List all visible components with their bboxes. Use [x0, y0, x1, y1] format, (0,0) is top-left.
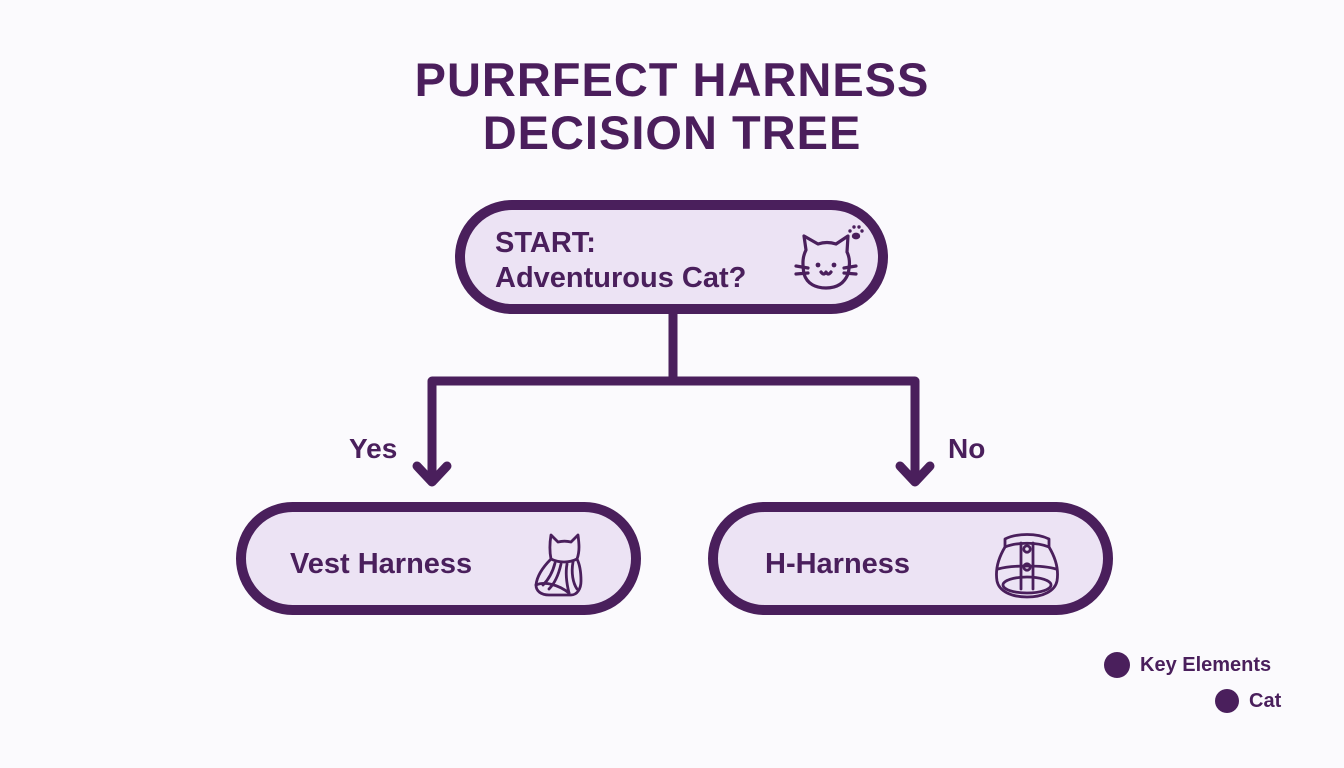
- h-harness-node: H-Harness: [708, 502, 1113, 615]
- no-arrowhead-icon: [895, 461, 935, 487]
- start-node-heading: START:: [495, 227, 596, 259]
- legend-label: Cat: [1249, 689, 1282, 712]
- no-branch-label: No: [948, 433, 986, 464]
- diagram-title-line-1: PURRFECT HARNESS: [414, 53, 930, 106]
- cat-vest-harness-icon: [534, 533, 583, 597]
- h-harness-icon: [995, 533, 1059, 599]
- diagram-title-line-2: DECISION TREE: [482, 106, 862, 159]
- vest-harness-node: Vest Harness: [236, 502, 641, 615]
- legend-dot-icon: [1104, 652, 1130, 678]
- h-harness-label: H-Harness: [765, 548, 911, 580]
- legend-item-key-elements: Key Elements: [1104, 652, 1271, 678]
- vest-harness-label: Vest Harness: [290, 548, 473, 580]
- branch-bar: [427, 376, 920, 483]
- start-node: START: Adventurous Cat?: [455, 200, 888, 314]
- yes-arrowhead-icon: [412, 461, 452, 487]
- yes-branch-label: Yes: [349, 433, 398, 464]
- cat-face-with-paw-icon: [794, 225, 864, 290]
- paw-print-icon: [848, 225, 864, 240]
- legend-dot-icon: [1215, 689, 1239, 713]
- legend-label: Key Elements: [1140, 653, 1272, 676]
- legend-item-cat: Cat: [1215, 689, 1281, 713]
- start-node-question: Adventurous Cat?: [495, 262, 747, 294]
